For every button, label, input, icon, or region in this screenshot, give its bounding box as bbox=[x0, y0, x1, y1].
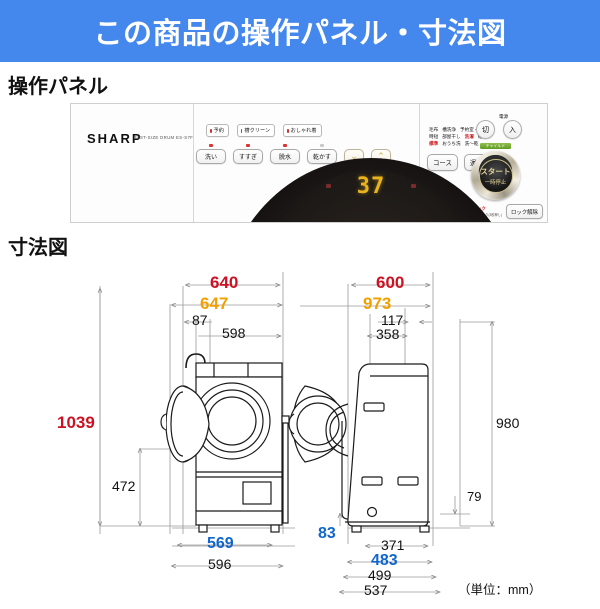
button-rinse[interactable]: すすぎ bbox=[233, 148, 263, 164]
power-on-label: 入 bbox=[509, 126, 516, 134]
dim-front-width-door-open: 640 bbox=[210, 273, 239, 292]
led-indicator-icon bbox=[320, 144, 324, 147]
led-indicator-icon bbox=[246, 144, 250, 147]
display-led-left-icon bbox=[325, 184, 331, 188]
button-cell-wash: 洗い bbox=[196, 144, 226, 164]
model-name-text: JUST-SIZE DRUM ES-S7F bbox=[134, 135, 194, 140]
course-list-row: 標準 おうち洗 洗～乾 bbox=[429, 140, 515, 147]
indicator-led-icon bbox=[240, 128, 243, 133]
unit-note: （単位：mm） bbox=[458, 583, 542, 597]
led-display: 37 bbox=[221, 168, 521, 204]
dim-side-foot-blue: 483 bbox=[371, 552, 398, 569]
dim-side-clearance: 83 bbox=[318, 525, 336, 542]
indicator-led-icon bbox=[287, 128, 289, 133]
button-wash[interactable]: 洗い bbox=[196, 148, 226, 164]
button-cell-spin: 脱水 bbox=[270, 144, 300, 164]
pause-label: 一時停止 bbox=[484, 179, 507, 186]
button-course[interactable]: コース bbox=[427, 154, 458, 171]
display-value: 37 bbox=[356, 173, 386, 199]
button-dry[interactable]: 乾かす bbox=[307, 148, 337, 164]
dim-side-outlet-height: 79 bbox=[467, 489, 482, 504]
child-lock-indicator-label: チャイルド bbox=[485, 143, 506, 148]
button-cell-dry: 乾かす bbox=[307, 144, 337, 164]
dim-front-body-width: 598 bbox=[222, 325, 246, 341]
button-spin[interactable]: 脱水 bbox=[270, 148, 300, 164]
chevron-up-glyph: ⌃ bbox=[377, 150, 385, 161]
button-wash-label: 洗い bbox=[204, 154, 217, 161]
led-indicator-icon bbox=[283, 144, 287, 147]
display-led-right-icon bbox=[411, 184, 417, 188]
control-panel-image: SHARP JUST-SIZE DRUM ES-S7F 予約 槽クリーン おしゃ… bbox=[70, 103, 548, 223]
course-list-row: 毛布 槽洗浄 予約室・消臭 bbox=[429, 126, 515, 133]
section-heading-control-panel: 操作パネル bbox=[8, 76, 108, 98]
led-indicator-icon bbox=[209, 144, 213, 147]
power-label: 電源 bbox=[499, 114, 509, 119]
control-panel-section: SHARP JUST-SIZE DRUM ES-S7F 予約 槽クリーン おしゃ… bbox=[0, 103, 600, 223]
dim-side-depth: 600 bbox=[376, 273, 405, 292]
button-delicate-label: おしゃれ着 bbox=[290, 128, 317, 134]
page-header: この商品の操作パネル・寸法図 bbox=[0, 0, 600, 62]
panel-divider-left bbox=[193, 104, 194, 222]
start-pause-button-face: スタート 一時停止 bbox=[478, 158, 513, 193]
dim-side-top-span: 358 bbox=[376, 326, 400, 342]
dim-front-door-center-height: 472 bbox=[112, 478, 136, 494]
power-off-button[interactable]: 切 bbox=[476, 120, 495, 139]
dim-side-depth-499: 499 bbox=[368, 567, 392, 583]
button-rinse-label: すすぎ bbox=[238, 154, 257, 161]
dim-front-hose-offset: 87 bbox=[192, 312, 208, 328]
section-heading-dimensions: 寸法図 bbox=[8, 237, 68, 259]
button-course-label: コース bbox=[433, 160, 452, 167]
start-label: スタート bbox=[480, 166, 511, 176]
dim-front-total-width: 647 bbox=[200, 294, 229, 313]
course-item: 予約室・消臭 bbox=[460, 127, 488, 132]
power-off-label: 切 bbox=[482, 126, 489, 134]
panel-divider-right bbox=[419, 104, 420, 222]
panel-mini-button-row: 予約 槽クリーン おしゃれ着 bbox=[206, 124, 322, 137]
course-item: 時短 bbox=[429, 134, 439, 139]
dimension-drawing: 640 647 87 598 1039 472 569 596 600 973 … bbox=[0, 264, 600, 609]
button-delicate[interactable]: おしゃれ着 bbox=[283, 124, 322, 137]
button-tub-clean[interactable]: 槽クリーン bbox=[236, 124, 276, 137]
button-tub-clean-label: 槽クリーン bbox=[244, 128, 271, 134]
button-cell-rinse: すすぎ bbox=[233, 144, 263, 164]
child-lock-indicator: チャイルド bbox=[480, 143, 511, 149]
dim-side-height: 980 bbox=[496, 415, 520, 431]
course-item: 洗～乾 bbox=[464, 141, 479, 146]
start-pause-button[interactable]: スタート 一時停止 bbox=[471, 151, 520, 200]
dim-front-foot-span: 569 bbox=[207, 535, 234, 552]
power-on-button[interactable]: 入 bbox=[503, 120, 522, 139]
button-reserve[interactable]: 予約 bbox=[206, 124, 229, 137]
course-item: 毛布 bbox=[429, 127, 439, 132]
sharp-brand-logo: SHARP bbox=[87, 131, 143, 146]
button-spin-label: 脱水 bbox=[278, 154, 291, 161]
panel-main-button-row: 洗い すすぎ 脱水 乾かす ⌄ bbox=[196, 144, 391, 164]
dimension-drawing-svg bbox=[0, 272, 495, 609]
dim-side-depth-door-open: 973 bbox=[363, 294, 392, 313]
course-item-active: 標準 bbox=[429, 141, 439, 146]
button-reserve-label: 予約 bbox=[213, 128, 224, 134]
lock-release-label: ロック解除 bbox=[510, 209, 538, 216]
dim-side-top-offset: 117 bbox=[381, 312, 404, 328]
course-item-active: 洗濯 bbox=[464, 134, 474, 139]
dim-front-base-width: 596 bbox=[208, 556, 232, 572]
dim-side-foot-span: 371 bbox=[381, 537, 405, 553]
indicator-led-icon bbox=[210, 128, 212, 133]
course-item: 部屋干し bbox=[442, 134, 461, 139]
chevron-down-glyph: ⌄ bbox=[350, 150, 358, 161]
page-title: この商品の操作パネル・寸法図 bbox=[93, 18, 507, 50]
lock-release-button[interactable]: ロック解除 bbox=[505, 204, 543, 219]
button-dry-label: 乾かす bbox=[312, 154, 331, 161]
course-item: おうち洗 bbox=[442, 141, 461, 146]
dim-front-height: 1039 bbox=[57, 413, 95, 432]
power-button-row: 切 入 bbox=[476, 120, 522, 139]
course-item: 槽洗浄 bbox=[442, 127, 456, 132]
dim-side-depth-537: 537 bbox=[364, 582, 388, 598]
